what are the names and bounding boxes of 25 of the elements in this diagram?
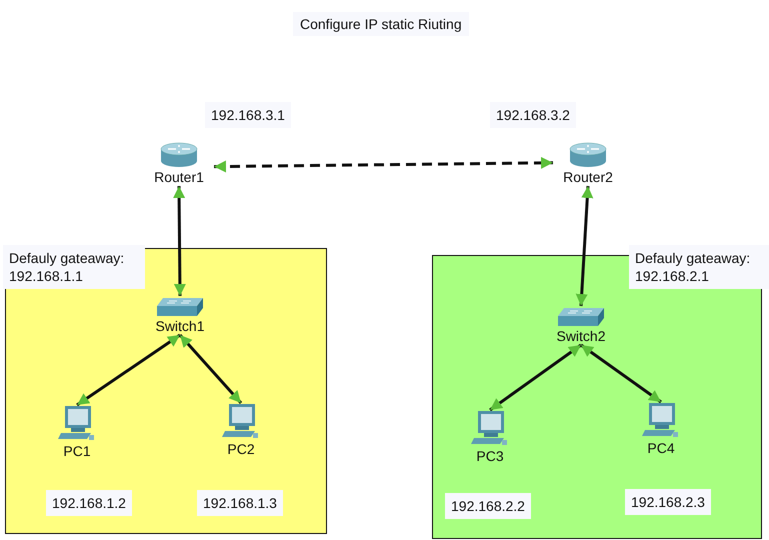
device-name: Switch1 xyxy=(155,318,205,335)
device-name: Router1 xyxy=(154,169,204,186)
network-cable xyxy=(580,344,662,404)
gateway-label: Defauly gateaway: 192.168.2.1 xyxy=(629,245,769,289)
device-name: PC2 xyxy=(227,441,255,458)
network-cable xyxy=(489,344,582,412)
network-cable xyxy=(178,334,242,404)
ip-address: 192.168.3.1 xyxy=(205,102,291,128)
ip-address: 192.168.2.3 xyxy=(625,489,711,515)
network-cable xyxy=(76,334,181,406)
title: Configure IP static Riuting xyxy=(293,12,469,36)
device-name: Switch2 xyxy=(556,328,606,345)
ip-address: 192.168.1.3 xyxy=(197,490,283,516)
network-cable xyxy=(214,156,554,172)
network-cable xyxy=(576,186,594,306)
network-area xyxy=(5,248,327,534)
device-name: PC4 xyxy=(647,440,675,457)
ip-address: 192.168.2.2 xyxy=(445,493,531,519)
device-name: PC1 xyxy=(63,443,91,460)
device-name: PC3 xyxy=(476,448,504,465)
ip-address: 192.168.3.2 xyxy=(490,102,576,128)
device-name: Router2 xyxy=(563,169,613,186)
ip-address: 192.168.1.2 xyxy=(46,490,132,516)
network-cable xyxy=(173,186,186,296)
gateway-label: Defauly gateaway: 192.168.1.1 xyxy=(3,245,145,289)
